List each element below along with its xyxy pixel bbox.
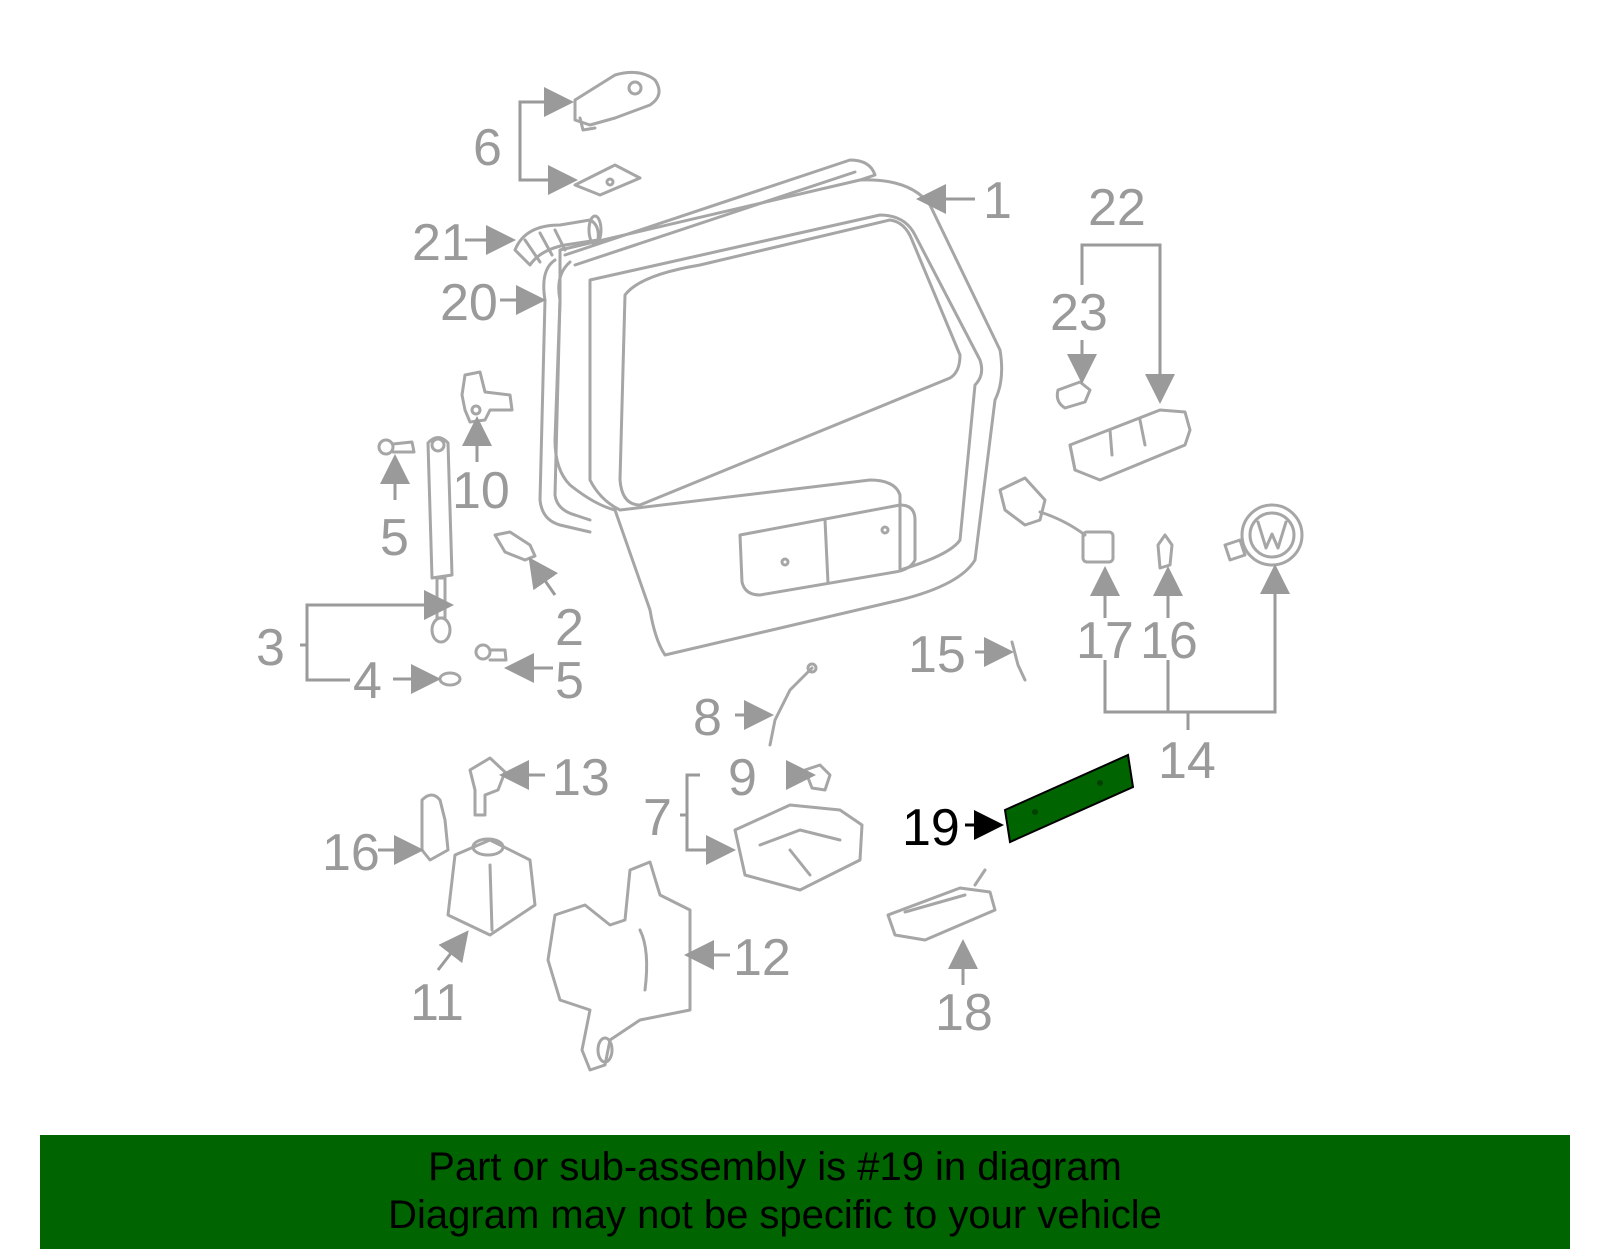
cover-plate-part-12 [546,860,692,1072]
pin-part-15 [1010,640,1027,682]
bolt-part-2 [493,530,537,562]
actuator-part-11 [446,837,537,937]
callout-23: 23 [1050,284,1108,342]
bolt-part-9 [803,763,832,792]
callout-6: 6 [473,119,502,177]
callout-4: 4 [353,652,382,710]
clip-part-16-left [420,793,450,862]
callout-16-right: 16 [1140,612,1198,670]
callout-19: 19 [902,799,960,857]
banner-line-disclaimer: Diagram may not be specific to your vehi… [388,1193,1162,1237]
callout-10: 10 [452,462,510,520]
license-lamp-part-18 [886,868,997,942]
latch-part-7 [733,803,864,892]
banner-line-part-number: Part or sub-assembly is #19 in diagram [428,1145,1122,1189]
leader-lines [300,87,1290,985]
weatherstrip-part-20 [538,158,877,534]
callout-5-lower: 5 [555,652,584,710]
liftgate-part-1 [553,178,1004,657]
connector-part-13 [468,756,507,817]
callout-2: 2 [555,599,584,657]
callout-11: 11 [410,974,464,1032]
callout-21: 21 [412,214,470,272]
callout-7: 7 [643,789,672,847]
trim-part-19-highlighted [1003,753,1135,844]
callout-18: 18 [935,984,993,1042]
callout-5-upper: 5 [380,509,409,567]
callout-labels: 1 2 3 4 5 5 6 7 8 9 10 11 12 13 14 15 16… [256,119,1216,1042]
grommet-part-21 [513,214,603,267]
lamp-housing-part-22 [1068,408,1192,482]
callout-9: 9 [728,749,757,807]
switch-part-17 [998,476,1115,564]
bracket-part-10 [460,370,514,424]
callout-1: 1 [983,172,1012,230]
clip-part-4 [438,671,462,687]
ball-stud-part-5-lower [474,643,508,662]
callout-17: 17 [1076,612,1134,670]
bulb-part-23 [1055,380,1092,410]
gas-strut-part-3 [426,436,454,644]
callout-8: 8 [693,689,722,747]
callout-13: 13 [552,749,610,807]
callout-12: 12 [733,929,791,987]
clip-part-16-right [1156,533,1174,570]
rod-part-8 [768,662,818,747]
callout-20: 20 [440,274,498,332]
callout-16-left: 16 [322,824,380,882]
callout-15: 15 [908,626,966,684]
callout-3: 3 [256,619,285,677]
callout-22: 22 [1088,179,1146,237]
info-banner: Part or sub-assembly is #19 in diagram D… [40,1135,1570,1249]
emblem-part-14 [1223,503,1304,567]
hinge-part-6 [573,70,661,197]
ball-stud-part-5-upper [377,438,416,456]
callout-14: 14 [1158,732,1216,790]
